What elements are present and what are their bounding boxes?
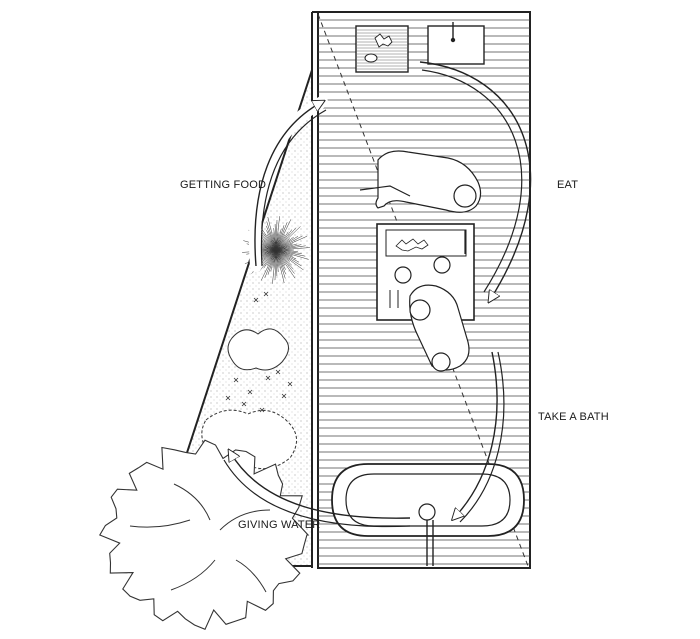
arrow-take-a-bath (454, 351, 498, 518)
arrow-eat (419, 61, 532, 300)
garden-plants (201, 216, 310, 470)
person-eating-bottom (409, 284, 470, 372)
label-getting-food: GETTING FOOD (180, 179, 266, 191)
person-eating-top (359, 150, 482, 213)
tree-icon (99, 439, 310, 631)
label-giving-water: GIVING WATER (238, 519, 320, 531)
dining-table (376, 223, 475, 321)
label-take-a-bath: TAKE A BATH (538, 411, 609, 423)
arrow-giving-water (230, 452, 411, 519)
kitchen-counter (355, 22, 485, 73)
cycle-arrows (223, 61, 532, 528)
label-eat: EAT (557, 179, 578, 191)
